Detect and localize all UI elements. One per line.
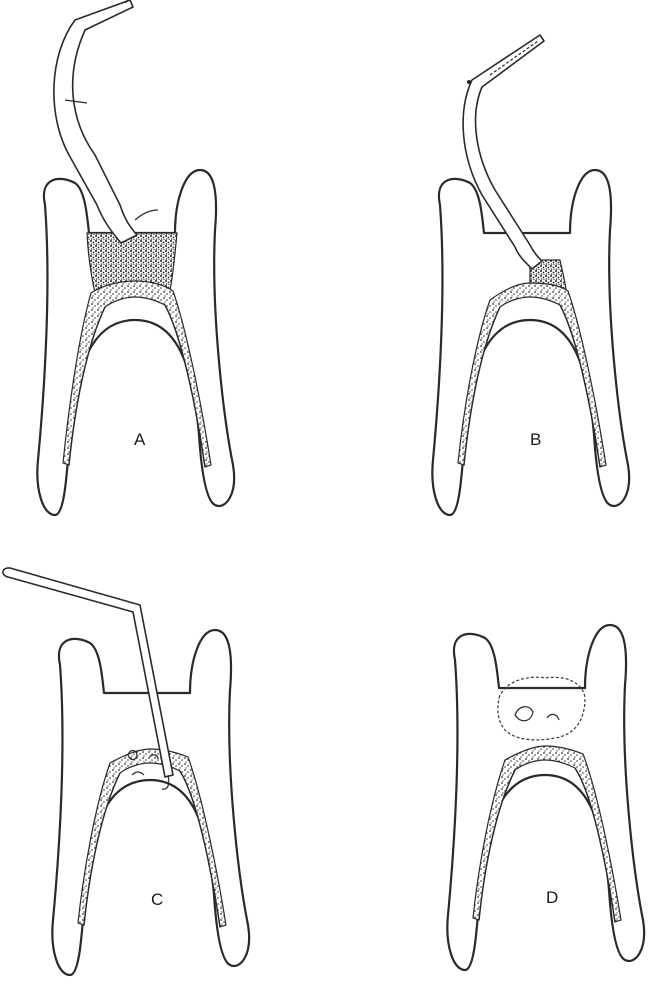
panel-label-a: A bbox=[134, 430, 146, 449]
panel-label-c: C bbox=[151, 890, 163, 909]
panel-c bbox=[3, 568, 249, 975]
panel-label-d: D bbox=[546, 888, 558, 907]
panel-d bbox=[447, 625, 644, 970]
panel-label-b: B bbox=[530, 430, 541, 449]
